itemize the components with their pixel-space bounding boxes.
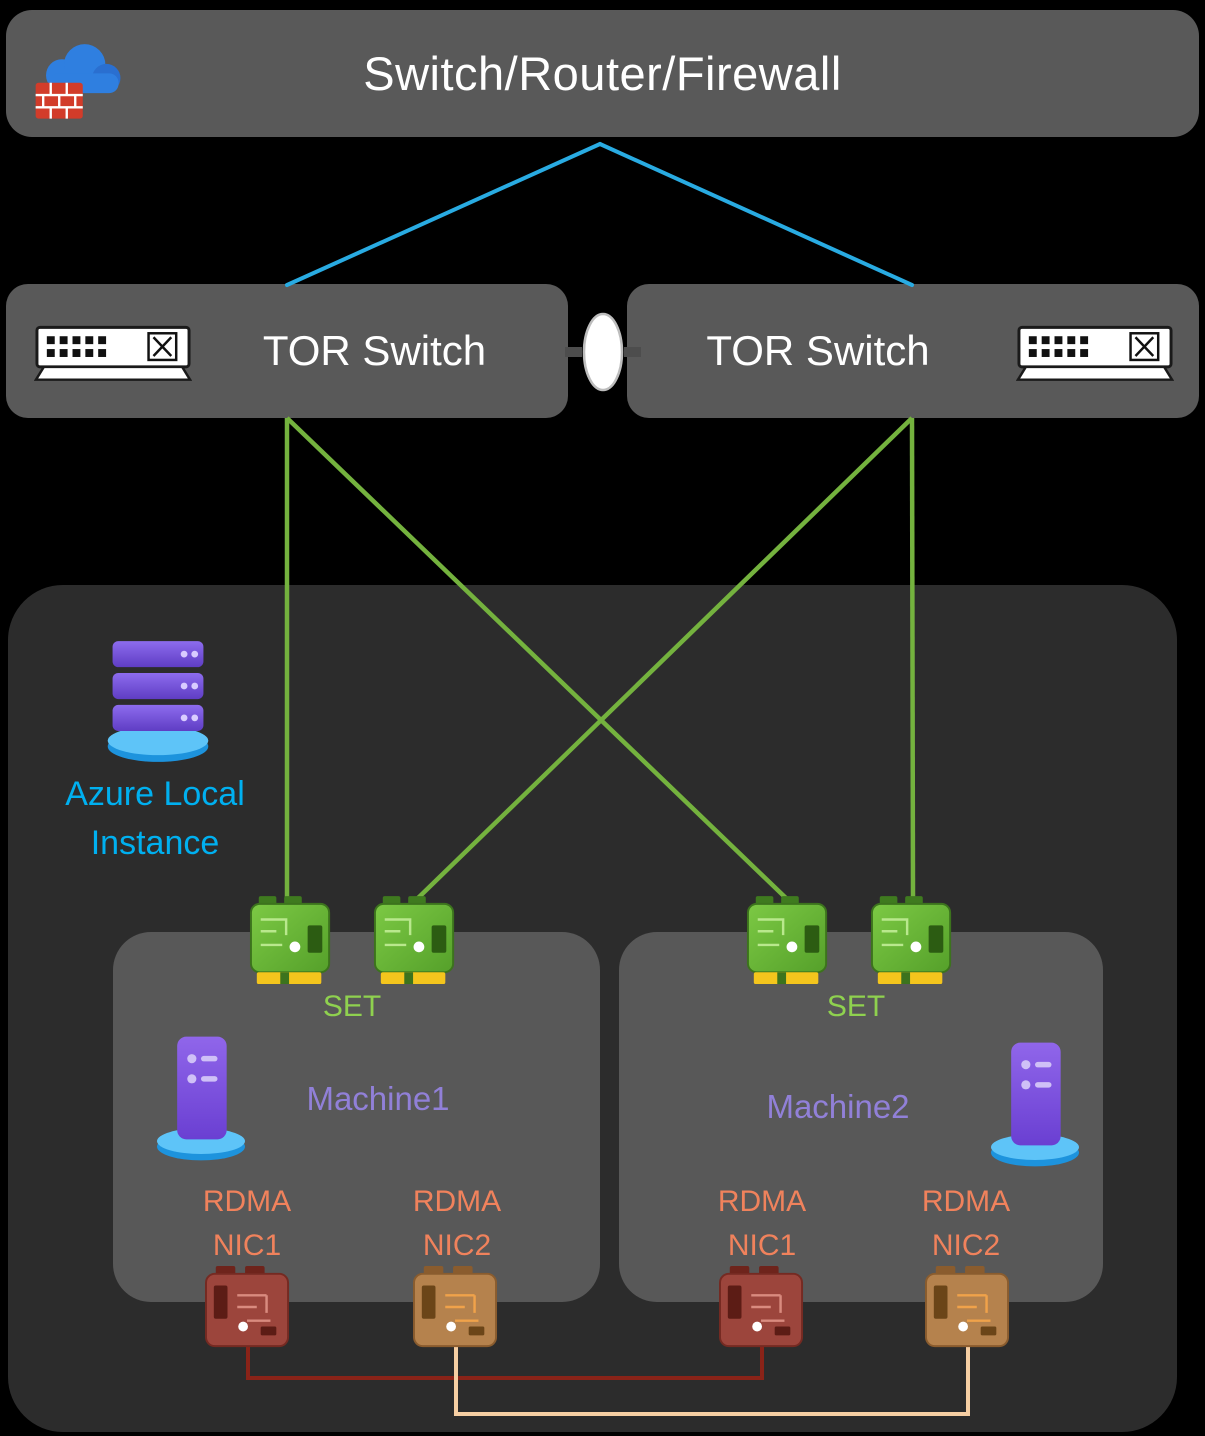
machine2-rdma-nic2-icon bbox=[924, 1266, 1012, 1350]
nic2-text: NIC2 bbox=[931, 1229, 1001, 1262]
uplink-line-left bbox=[285, 142, 602, 287]
machine1-rdma-nic1-icon bbox=[204, 1266, 292, 1350]
machine2-rdma-nic2-label: RDMA NIC2 bbox=[881, 1180, 1051, 1268]
machine1-server-icon bbox=[146, 1032, 256, 1166]
tor-switch-right-label: TOR Switch bbox=[706, 327, 930, 374]
switch-icon bbox=[34, 324, 192, 386]
uplink-line-right bbox=[598, 142, 914, 287]
machine2-set-label: SET bbox=[826, 990, 886, 1023]
machine1-set-label: SET bbox=[322, 990, 382, 1023]
tor-switch-right-box: TOR Switch bbox=[627, 284, 1199, 418]
machine1-label: Machine1 bbox=[306, 1080, 450, 1117]
nic2-text: NIC2 bbox=[422, 1229, 492, 1262]
machine1-rdma-nic2-label: RDMA NIC2 bbox=[372, 1180, 542, 1268]
tor-switch-left-label: TOR Switch bbox=[262, 327, 487, 374]
rdma-text: RDMA bbox=[921, 1185, 1011, 1218]
azure-label-line2: Instance bbox=[90, 824, 220, 862]
switch-router-firewall-box: Switch/Router/Firewall bbox=[6, 10, 1199, 137]
switch-icon bbox=[1016, 324, 1174, 386]
machine2-label: Machine2 bbox=[766, 1088, 910, 1125]
machine2-rdma-nic1-icon bbox=[718, 1266, 806, 1350]
azure-local-instance-label: Azure Local Instance bbox=[30, 770, 280, 868]
machine1-rdma-nic1-label: RDMA NIC1 bbox=[162, 1180, 332, 1268]
machine1-set-nic1-icon bbox=[249, 896, 335, 988]
machine2-set-nic1-icon bbox=[746, 896, 832, 988]
machine1-set-nic2-icon bbox=[373, 896, 459, 988]
tor-switch-left-box: TOR Switch bbox=[6, 284, 568, 418]
rdma-text: RDMA bbox=[202, 1185, 292, 1218]
switch-router-firewall-label: Switch/Router/Firewall bbox=[363, 47, 842, 100]
nic1-text: NIC1 bbox=[212, 1229, 282, 1262]
rdma-text: RDMA bbox=[717, 1185, 807, 1218]
rdma-text: RDMA bbox=[412, 1185, 502, 1218]
machine2-set-nic2-icon bbox=[870, 896, 956, 988]
azure-label-line1: Azure Local bbox=[65, 775, 245, 813]
machine1-rdma-nic2-icon bbox=[412, 1266, 500, 1350]
machine2-server-icon bbox=[980, 1038, 1090, 1172]
machine2-rdma-nic1-label: RDMA NIC1 bbox=[677, 1180, 847, 1268]
nic1-text: NIC1 bbox=[727, 1229, 797, 1262]
tor-interlink-icon bbox=[565, 306, 641, 398]
server-stack-icon bbox=[100, 636, 216, 766]
